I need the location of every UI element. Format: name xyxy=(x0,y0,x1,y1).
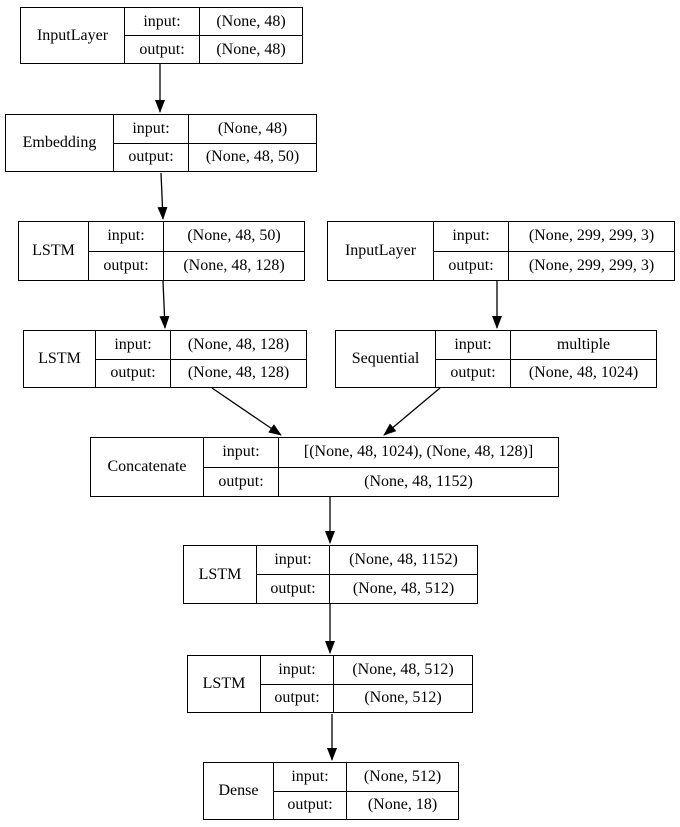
layer-name: LSTM xyxy=(188,656,261,712)
input-key-label: input: xyxy=(114,115,189,143)
output-key-label: output: xyxy=(125,36,200,63)
input-key-label: input: xyxy=(261,656,334,684)
output-shape-value: (None, 18) xyxy=(367,796,438,814)
layer-node-sequential: Sequential input: multiple output: (None… xyxy=(335,330,657,388)
edge-arrow-lstm1-lstm2 xyxy=(159,280,170,329)
edge-arrow-lstm2-concatenate xyxy=(211,387,282,436)
input-shape-value: [(None, 48, 1024), (None, 48, 128)] xyxy=(303,443,534,461)
input-shape-value: (None, 48) xyxy=(217,119,288,137)
input-shape-value: (None, 299, 299, 3) xyxy=(528,227,655,245)
layer-name: InputLayer xyxy=(328,222,434,280)
output-shape-value: (None, 48, 128) xyxy=(183,256,285,274)
input-shape-value: (None, 48, 128) xyxy=(187,335,290,353)
edge-arrow-embedding-lstm1 xyxy=(157,172,168,220)
layer-node-lstm-4: LSTM input: (None, 48, 512) output: (Non… xyxy=(187,655,473,713)
layer-name: LSTM xyxy=(184,546,257,603)
output-key-label: output: xyxy=(261,684,334,712)
input-shape-value: multiple xyxy=(556,335,611,353)
input-key-label: input: xyxy=(125,8,200,35)
output-shape-value: (None, 299, 299, 3) xyxy=(528,256,655,274)
input-key-label: input: xyxy=(436,331,511,359)
output-key-label: output: xyxy=(89,251,164,280)
edge-arrow-sequential-concatenate xyxy=(383,387,441,436)
layer-name: LSTM xyxy=(19,222,89,280)
output-shape-value: (None, 48, 50) xyxy=(205,148,300,166)
output-shape-value: (None, 48, 1024) xyxy=(528,364,639,382)
output-key-label: output: xyxy=(257,575,330,603)
output-shape-value: (None, 512) xyxy=(364,689,442,707)
layer-node-input-layer-1: InputLayer input: (None, 48) output: (No… xyxy=(20,7,303,64)
input-key-label: input: xyxy=(274,763,347,791)
input-key-label: input: xyxy=(96,331,171,359)
input-key-label: input: xyxy=(204,438,279,467)
layer-node-lstm-3: LSTM input: (None, 48, 1152) output: (No… xyxy=(183,545,478,604)
input-shape-value: (None, 48, 50) xyxy=(187,227,281,245)
output-key-label: output: xyxy=(96,359,171,387)
layer-node-lstm-1: LSTM input: (None, 48, 50) output: (None… xyxy=(18,221,305,281)
output-shape-value: (None, 48, 128) xyxy=(187,364,290,382)
input-key-label: input: xyxy=(434,222,509,251)
layer-name: Embedding xyxy=(6,115,114,171)
input-shape-value: (None, 48) xyxy=(216,12,286,30)
output-shape-value: (None, 48) xyxy=(216,40,286,58)
layer-name: LSTM xyxy=(24,331,96,387)
output-key-label: output: xyxy=(114,143,189,171)
layer-name: Sequential xyxy=(336,331,436,387)
output-shape-value: (None, 48, 1152) xyxy=(364,472,473,490)
layer-node-input-layer-2: InputLayer input: (None, 299, 299, 3) ou… xyxy=(327,221,675,281)
layer-name: Concatenate xyxy=(91,438,204,496)
layer-name: Dense xyxy=(204,763,274,819)
output-shape-value: (None, 48, 512) xyxy=(352,580,455,597)
output-key-label: output: xyxy=(434,251,509,280)
input-shape-value: (None, 48, 1152) xyxy=(349,551,458,568)
layer-node-dense: Dense input: (None, 512) output: (None, … xyxy=(203,762,459,820)
output-key-label: output: xyxy=(274,791,347,819)
layer-node-concatenate: Concatenate input: [(None, 48, 1024), (N… xyxy=(90,437,559,497)
output-key-label: output: xyxy=(204,467,279,496)
output-key-label: output: xyxy=(436,359,511,387)
layer-node-lstm-2: LSTM input: (None, 48, 128) output: (Non… xyxy=(23,330,307,388)
layer-node-embedding: Embedding input: (None, 48) output: (Non… xyxy=(5,114,317,172)
layer-name: InputLayer xyxy=(21,8,125,63)
input-key-label: input: xyxy=(257,546,330,574)
input-shape-value: (None, 48, 512) xyxy=(352,660,454,678)
input-shape-value: (None, 512) xyxy=(363,767,442,785)
input-key-label: input: xyxy=(89,222,164,251)
